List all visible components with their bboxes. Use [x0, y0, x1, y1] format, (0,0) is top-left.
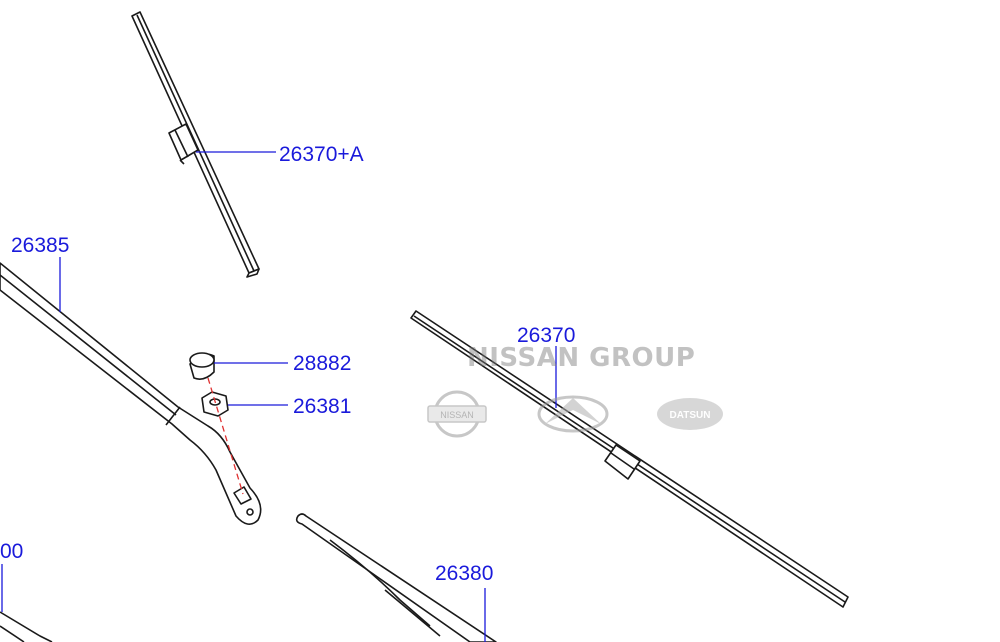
callout-26370: 26370 — [517, 324, 576, 347]
svg-text:DATSUN: DATSUN — [670, 410, 711, 421]
watermark-title: NISSAN GROUP — [467, 343, 696, 373]
wiper-arm-cutoff — [0, 611, 53, 642]
alignment-dash-line — [207, 377, 244, 495]
infiniti-logo-icon — [537, 395, 609, 433]
callout-cutoff: 00 — [0, 540, 24, 563]
pivot-cap — [189, 352, 215, 380]
callout-26385: 26385 — [11, 234, 70, 257]
wiper-blade-upper — [131, 11, 260, 278]
pivot-nut — [201, 391, 229, 417]
nissan-logo-icon: NISSAN — [427, 390, 487, 438]
wiper-arm-rh — [0, 262, 262, 525]
wiper-blade-lower — [410, 310, 849, 608]
callout-26381: 26381 — [293, 395, 352, 418]
wiper-arm-lh — [295, 513, 497, 642]
watermark-logos: NISSAN DATSUN — [427, 390, 723, 438]
callout-26380: 26380 — [435, 562, 494, 585]
callout-28882: 28882 — [293, 352, 352, 375]
svg-text:NISSAN: NISSAN — [440, 410, 474, 420]
callout-26370-a: 26370+A — [279, 143, 364, 166]
datsun-logo-icon: DATSUN — [657, 398, 723, 430]
